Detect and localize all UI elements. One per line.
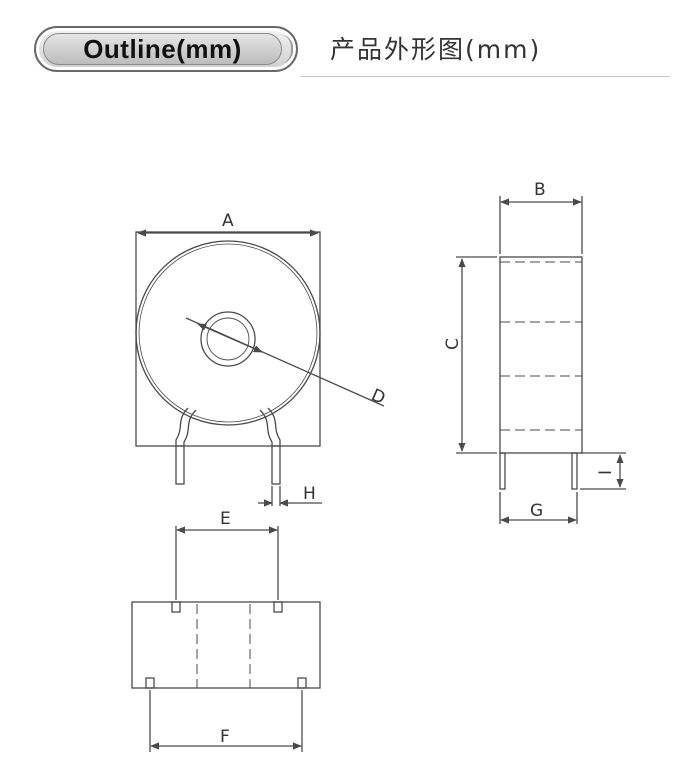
toroid-hole — [200, 311, 256, 367]
header-rule — [300, 76, 670, 77]
pin-right — [271, 445, 281, 485]
side-body — [499, 256, 583, 454]
lead-right-bend-2 — [259, 409, 273, 446]
outline-badge-inner: Outline(mm) — [43, 33, 282, 65]
side-view — [456, 196, 626, 524]
label-h: H — [303, 484, 316, 504]
lead-left-bend-2 — [183, 409, 197, 446]
toroid-outer — [135, 240, 321, 426]
dim-d-leader — [185, 317, 385, 407]
stub-bottom-right — [297, 677, 307, 689]
title-cn: 产品外形图(mm) — [330, 35, 542, 64]
front-view — [135, 229, 385, 507]
label-b: B — [534, 180, 546, 200]
stub-top-left — [171, 601, 181, 613]
label-i: I — [596, 470, 616, 475]
label-e: E — [220, 509, 231, 529]
lead-right-bend — [267, 407, 281, 446]
side-pin-right — [571, 452, 578, 490]
bottom-body — [131, 601, 321, 689]
outline-badge-label: Outline(mm) — [83, 33, 242, 64]
stub-top-right — [273, 601, 283, 613]
header: Outline(mm) 产品外形图(mm) — [0, 0, 684, 80]
badge-tail — [281, 35, 293, 63]
bottom-view — [131, 526, 321, 752]
lead-left-bend — [175, 407, 189, 446]
stub-bottom-left — [145, 677, 155, 689]
label-d: D — [368, 385, 388, 409]
label-a: A — [222, 211, 234, 231]
label-c: C — [443, 338, 463, 350]
front-body — [135, 231, 321, 447]
toroid-hole-inner — [206, 317, 250, 361]
toroid-outer-edge — [138, 243, 318, 423]
label-g: G — [530, 501, 543, 521]
side-pin-left — [499, 452, 506, 490]
outline-badge: Outline(mm) — [34, 26, 298, 72]
label-f: F — [220, 727, 230, 747]
pin-left — [175, 445, 185, 485]
